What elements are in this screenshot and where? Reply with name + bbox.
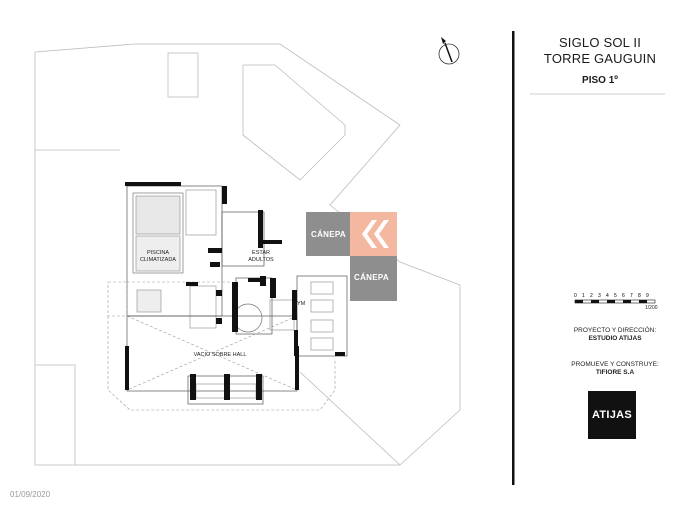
scale-tick: 7: [630, 293, 633, 299]
scale-tick: 9: [646, 293, 649, 299]
walls: [125, 182, 345, 400]
dashed-outlines: [107, 281, 336, 411]
scale-ratio: 1/200: [645, 305, 658, 311]
builder-label: PROMUEVE Y CONSTRUYE:: [571, 361, 659, 368]
scale-tick: 4: [606, 293, 609, 299]
scale-tick: 5: [614, 293, 617, 299]
scale-tick: 6: [622, 293, 625, 299]
canepa-watermark: [306, 212, 397, 301]
atijas-logo: ATIJAS: [588, 391, 636, 439]
scale-tick: 0: [574, 293, 577, 299]
room-void: VACIO SOBRE HALL: [193, 352, 247, 358]
scale-ticks: 0 1 2 3 4 5 6 7 8 9: [574, 293, 664, 300]
scale-tick: 3: [598, 293, 601, 299]
scale-tick: 1: [582, 293, 585, 299]
design-name: ESTUDIO ATIJAS: [588, 335, 642, 342]
plan-date: 01/09/2020: [10, 490, 51, 499]
canepa-chevron-icon: [362, 220, 389, 248]
floor-label: PISO 1º: [582, 75, 618, 86]
project-title-line1: SIGLO SOL II: [558, 35, 642, 50]
north-arrow-icon: [438, 37, 460, 65]
builder-name: TIFIORE S.A: [595, 369, 635, 376]
room-pool: PISCINA CLIMATIZADA: [140, 250, 176, 263]
site-outline: [34, 43, 461, 466]
scale-bar: [574, 299, 656, 304]
watermark-text-b: CÁNEPA: [354, 273, 389, 282]
room-gym: GYM: [292, 301, 306, 307]
scale-tick: 2: [590, 293, 593, 299]
scale-tick: 8: [638, 293, 641, 299]
watermark-text-a: CÁNEPA: [311, 230, 346, 239]
design-label: PROYECTO Y DIRECCIÓN:: [573, 327, 657, 334]
project-title-line2: TORRE GAUGUIN: [543, 51, 657, 66]
room-lounge: ESTAR ADULTOS: [248, 250, 274, 263]
vertical-divider: [512, 31, 515, 485]
